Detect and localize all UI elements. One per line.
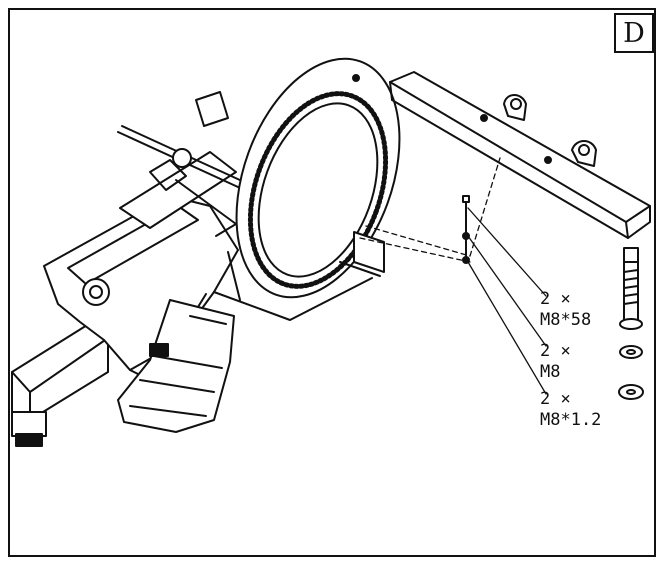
bolt-icon bbox=[619, 247, 643, 330]
rear-stabilizer bbox=[11, 321, 109, 447]
washer-icon bbox=[619, 345, 643, 359]
part-qty: 2 × bbox=[540, 289, 571, 309]
assembly-guide-lines bbox=[359, 157, 501, 263]
hardware-stack bbox=[462, 195, 470, 264]
part-spec: M8 bbox=[540, 362, 561, 382]
washer-icon bbox=[618, 384, 644, 400]
part-qty: 2 × bbox=[540, 341, 571, 361]
part-qty: 2 × bbox=[540, 389, 571, 409]
callout-leaders bbox=[467, 207, 547, 395]
pedal bbox=[117, 299, 235, 433]
part-spec: M8*58 bbox=[540, 310, 592, 330]
front-stabilizer bbox=[389, 71, 651, 239]
part-spec: M8*1.2 bbox=[540, 410, 602, 430]
step-letter-badge: D bbox=[614, 13, 654, 53]
mounting-bracket bbox=[339, 231, 385, 277]
main-frame bbox=[43, 151, 239, 381]
